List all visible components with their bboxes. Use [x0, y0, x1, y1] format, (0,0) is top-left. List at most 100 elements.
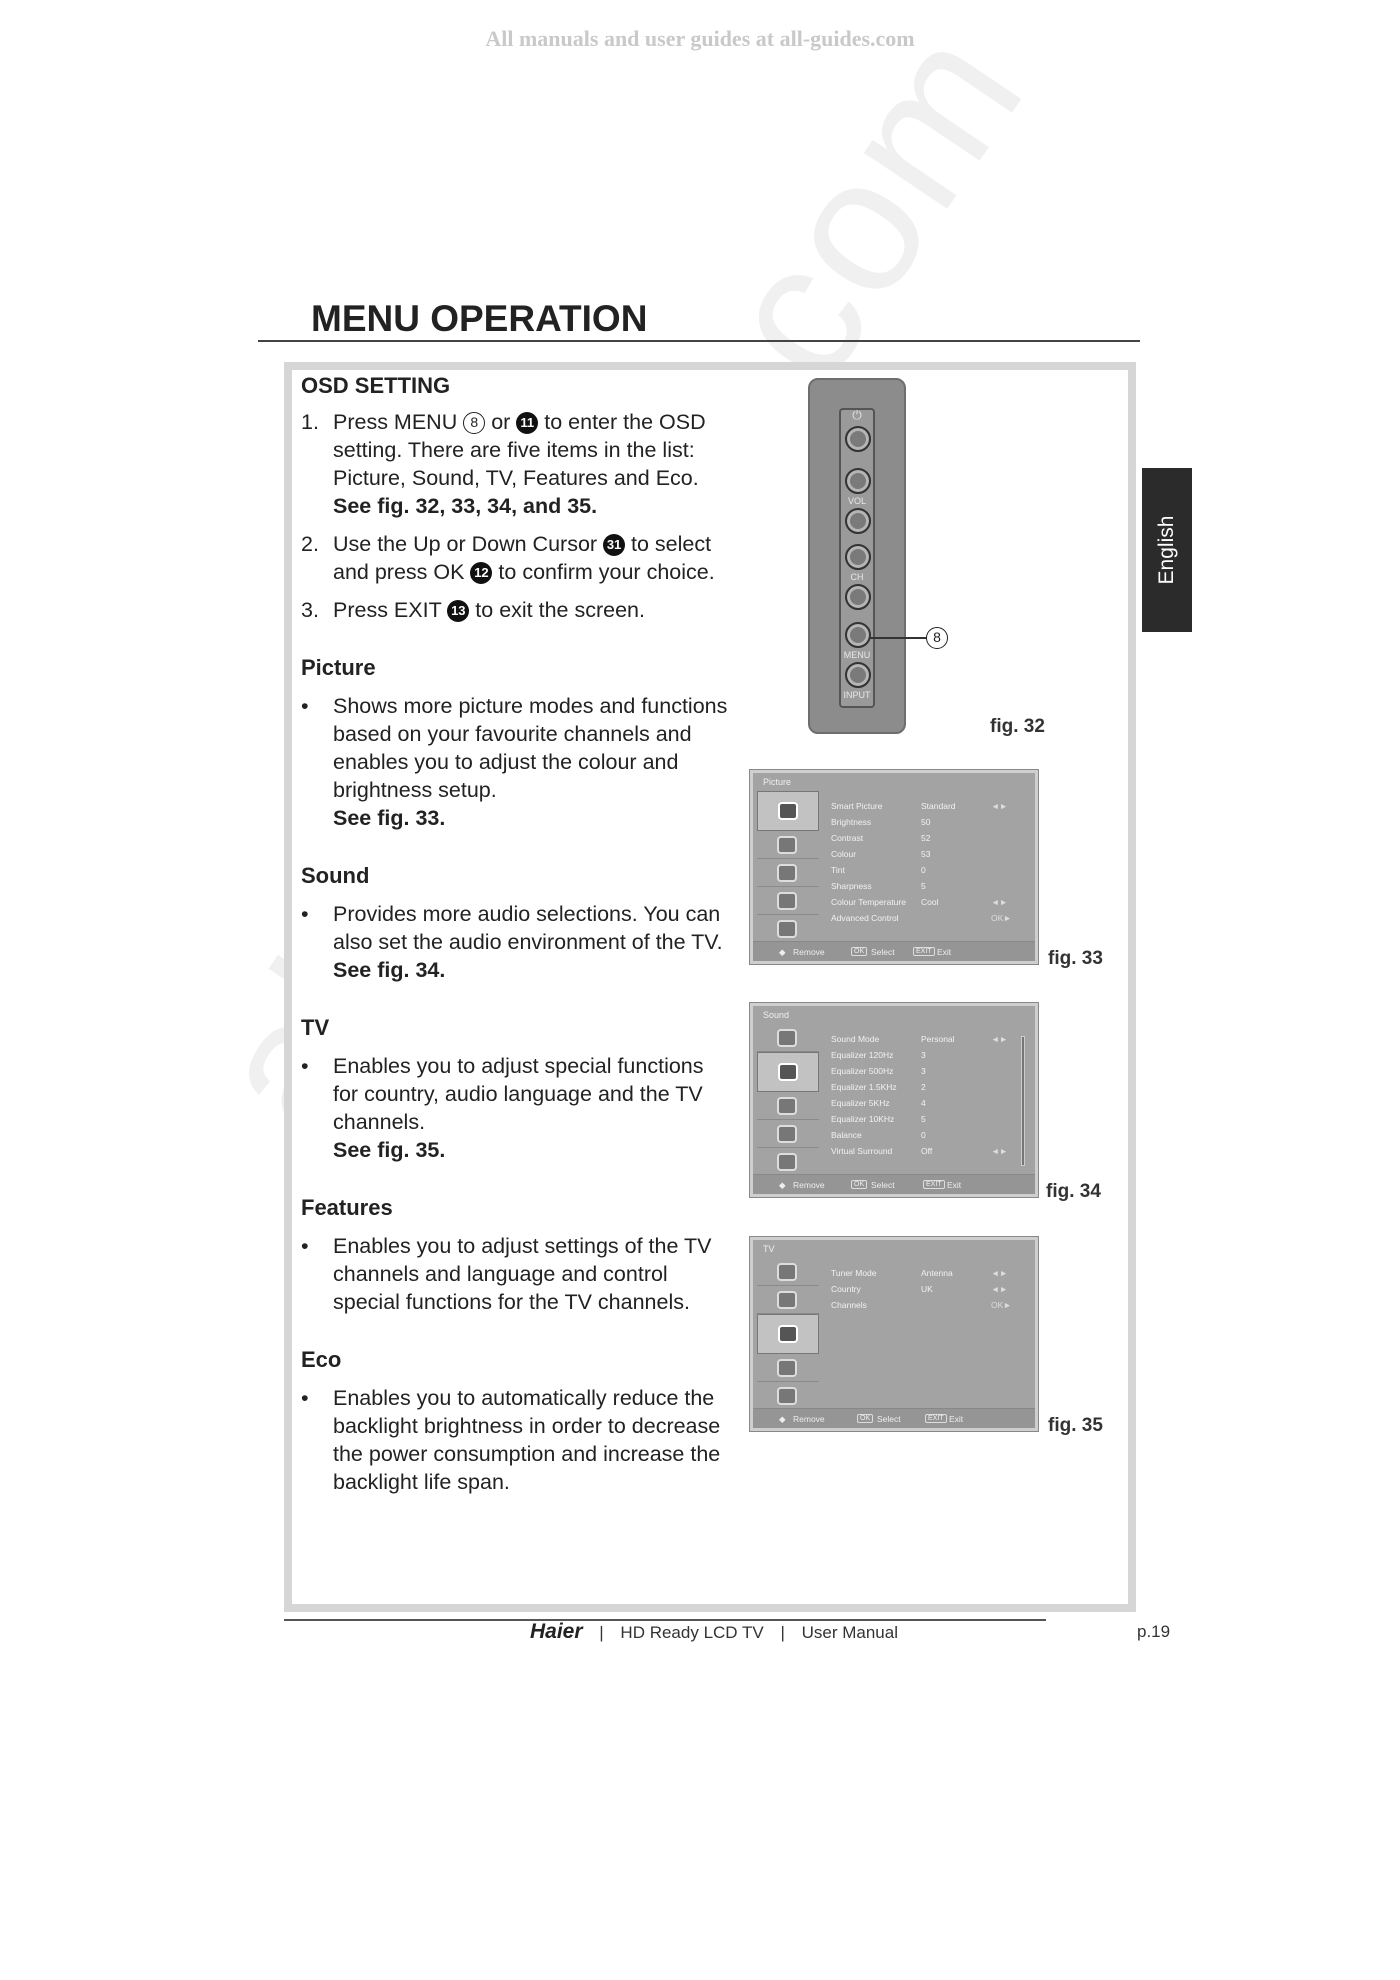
button-13-marker: 13 [447, 600, 470, 622]
osd-row-value: 53 [921, 849, 931, 859]
step-text: to exit the screen. [469, 598, 645, 622]
osd-row: Equalizer 1.5KHz 2 [831, 1082, 1031, 1098]
move-label: Remove [793, 947, 825, 957]
section-heading: Picture [301, 655, 376, 680]
ok-key-icon: OK [851, 1180, 868, 1189]
step-text: or [485, 410, 517, 434]
title-divider [258, 340, 1140, 342]
menu-label: MENU [843, 650, 871, 660]
osd-title: Sound [763, 1010, 790, 1020]
vol-up-button-icon [845, 468, 871, 494]
arrows-icon: ◄► [991, 801, 1008, 811]
osd-row-value: Off [921, 1146, 933, 1156]
osd-row-key: Equalizer 5KHz [831, 1098, 890, 1108]
arrows-icon: ◄► [991, 1034, 1008, 1044]
osd-row-key: Sharpness [831, 881, 872, 891]
osd-row-key: Tint [831, 865, 845, 875]
step-2: 2. Use the Up or Down Cursor 31 to selec… [301, 530, 731, 586]
osd-row-value: Antenna [921, 1268, 953, 1278]
section-features: Features • Enables you to adjust setting… [301, 1194, 731, 1316]
osd-heading: OSD SETTING [301, 373, 451, 398]
osd-steps: 1. Press MENU 8 or 11 to enter the OSD s… [301, 408, 731, 624]
osd-row: Advanced Control OK► [831, 913, 1031, 929]
osd-help-bar: ◆ Remove OK Select EXIT Exit [753, 1174, 1035, 1194]
osd-row-value: Cool [921, 897, 939, 907]
button-11-marker: 11 [516, 412, 539, 434]
osd-row-key: Equalizer 10KHz [831, 1114, 895, 1124]
step-number: 3. [301, 598, 319, 622]
section-bullet: • Enables you to automatically reduce th… [301, 1384, 731, 1496]
fig-32-label: fig. 32 [990, 716, 1045, 737]
button-strip: ⏻ VOL CH MENU INPUT [839, 408, 875, 708]
page-number: p.19 [1137, 1622, 1171, 1641]
document-type: User Manual [801, 1623, 898, 1642]
fig-34-label: fig. 34 [1046, 1181, 1101, 1202]
section-text: Provides more audio selections. You can … [333, 902, 723, 954]
arrows-icon: OK► [991, 913, 1012, 923]
osd-icon-column [757, 791, 819, 943]
step-3: 3. Press EXIT 13 to exit the screen. [301, 596, 731, 624]
step-text: to confirm your choice. [492, 560, 715, 584]
tv-icon [757, 1092, 819, 1120]
osd-row-value: 50 [921, 817, 931, 827]
vol-down-button-icon [845, 508, 871, 534]
button-12-marker: 12 [470, 562, 493, 584]
section-heading: TV [301, 1015, 330, 1040]
move-icon: ◆ [779, 947, 786, 957]
bullet-mark: • [301, 1054, 309, 1078]
move-label: Remove [793, 1414, 825, 1424]
sound-icon [757, 1286, 819, 1314]
callout-8-marker: 8 [926, 627, 948, 649]
bullet-mark: • [301, 1386, 309, 1410]
fig-33-label: fig. 33 [1048, 948, 1103, 969]
osd-row-value: UK [921, 1284, 933, 1294]
section-sound: Sound • Provides more audio selections. … [301, 862, 731, 984]
osd-row: Colour 53 [831, 849, 1031, 865]
page-title: MENU OPERATION [311, 298, 648, 339]
product-name: HD Ready LCD TV [620, 1623, 764, 1642]
osd-row-key: Brightness [831, 817, 872, 827]
bullet-mark: • [301, 1234, 309, 1258]
brand-logo: Haier [530, 1620, 583, 1643]
exit-label: Exit [949, 1414, 964, 1424]
section-bullet: • Enables you to adjust settings of the … [301, 1232, 731, 1316]
features-icon [757, 887, 819, 915]
section-text: Enables you to adjust settings of the TV… [333, 1234, 712, 1314]
osd-row-key: Contrast [831, 833, 864, 843]
step-text: Use the Up or Down Cursor [333, 532, 604, 556]
osd-row-key: Equalizer 1.5KHz [831, 1082, 897, 1092]
osd-row-key: Advanced Control [831, 913, 899, 923]
step-number: 2. [301, 532, 319, 556]
button-31-marker: 31 [603, 534, 626, 556]
move-icon: ◆ [779, 1180, 786, 1190]
osd-row-value: 2 [921, 1082, 926, 1092]
ch-up-button-icon [845, 544, 871, 570]
osd-help-bar: ◆ Remove OK Select EXIT Exit [753, 941, 1035, 961]
osd-row-key: Colour Temperature [831, 897, 906, 907]
osd-row-key: Equalizer 500Hz [831, 1066, 894, 1076]
select-label: Select [877, 1414, 901, 1424]
osd-row-key: Colour [831, 849, 857, 859]
exit-label: Exit [947, 1180, 962, 1190]
osd-row-value: 3 [921, 1050, 926, 1060]
arrows-icon: ◄► [991, 1284, 1008, 1294]
sound-icon [757, 831, 819, 859]
osd-row-value: 5 [921, 881, 926, 891]
tv-side-panel-illustration: ⏻ VOL CH MENU INPUT [808, 378, 906, 734]
osd-row-value: Standard [921, 801, 956, 811]
osd-row-value: 4 [921, 1098, 926, 1108]
step-1: 1. Press MENU 8 or 11 to enter the OSD s… [301, 408, 731, 520]
step-text: Press MENU [333, 410, 464, 434]
input-button-icon [845, 662, 871, 688]
